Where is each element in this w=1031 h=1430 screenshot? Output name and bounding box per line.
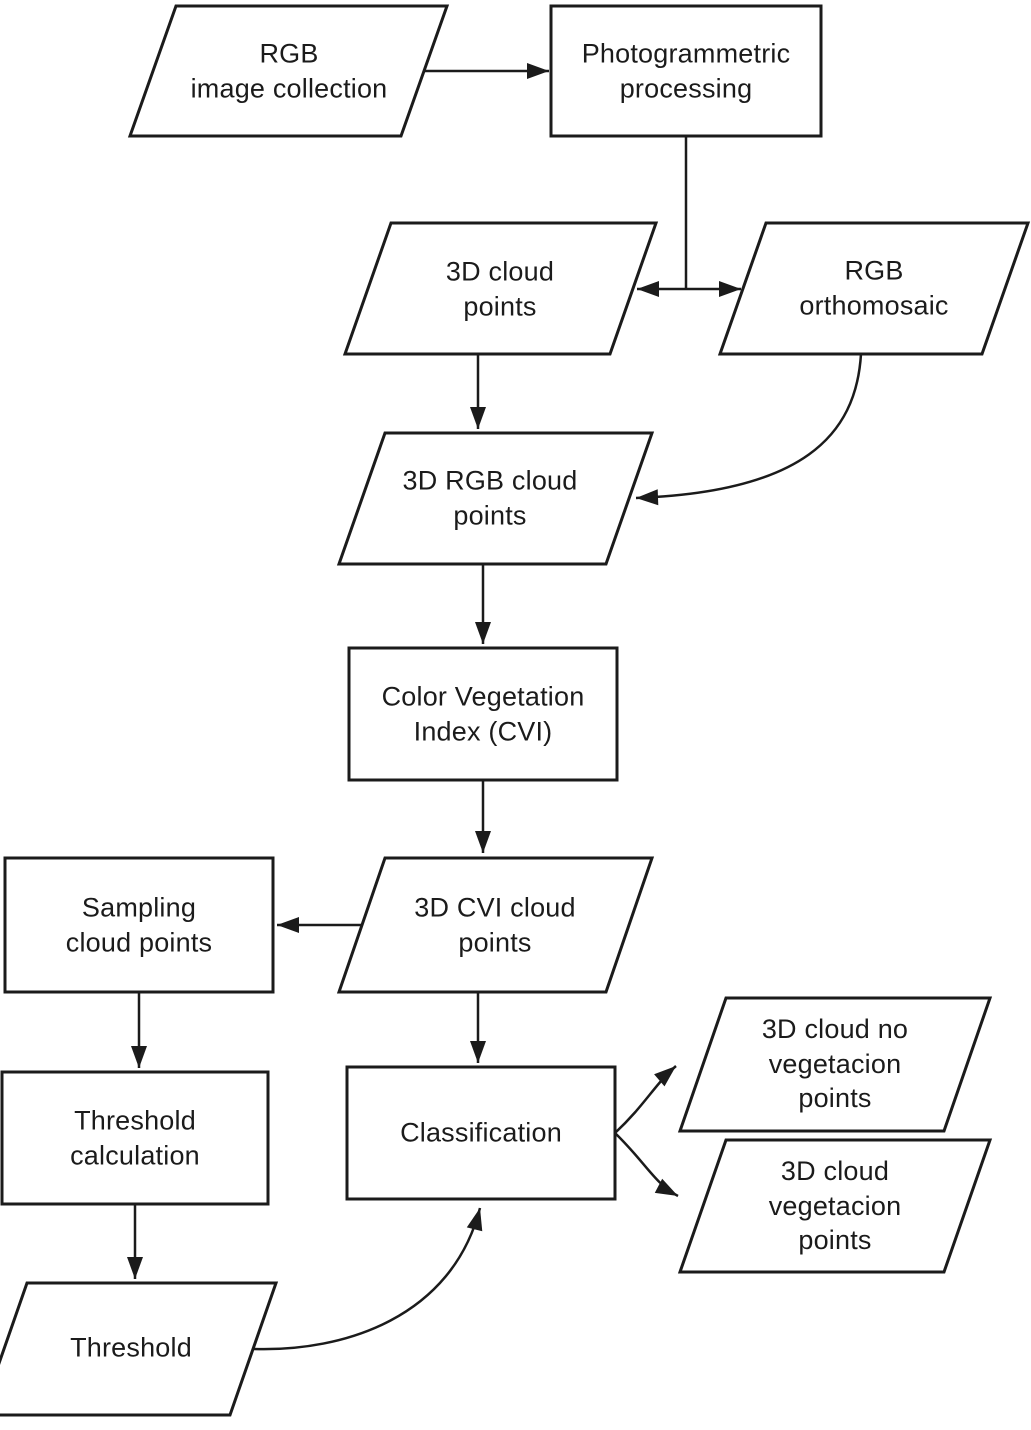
shape-3d-rgb-cloud-points	[336, 431, 655, 566]
node-threshold: Threshold	[70, 1332, 192, 1363]
shape-3d-cloud-no-vegetation	[677, 996, 993, 1133]
edge-orthomosaic-to-rgbcloud	[635, 353, 863, 506]
node-3d-cloud-no-vegetation: 3D cloud no vegetacion points	[761, 1014, 909, 1114]
shape-3d-cloud-points	[342, 221, 659, 356]
shape-color-vegetation-index	[347, 646, 619, 782]
node-rgb-image-collection: RGB image collection	[190, 38, 388, 103]
shape-3d-cloud-vegetation	[677, 1138, 993, 1274]
shape-rgb-image-collection	[127, 4, 450, 138]
node-3d-cvi-cloud-points: 3D CVI cloud points	[414, 892, 576, 957]
shape-threshold	[0, 1281, 279, 1417]
node-threshold-calculation: Threshold calculation	[70, 1105, 200, 1170]
node-3d-cloud-vegetation: 3D cloud vegetacion points	[768, 1156, 902, 1256]
node-3d-cloud-points: 3D cloud points	[445, 256, 555, 321]
shape-photogrammetric-processing	[549, 4, 823, 138]
edge-classification-to-novegetation	[614, 1065, 677, 1134]
node-rgb-orthomosaic: RGB orthomosaic	[799, 255, 949, 320]
edge-classification-to-vegetation	[614, 1132, 679, 1198]
shape-sampling-cloud-points	[3, 856, 275, 994]
edge-threshold-to-classification	[252, 1207, 483, 1351]
shape-rgb-orthomosaic	[717, 221, 1031, 356]
shape-threshold-calculation	[0, 1070, 270, 1206]
node-photogrammetric-processing: Photogrammetric processing	[581, 38, 791, 103]
node-color-vegetation-index: Color Vegetation Index (CVI)	[381, 681, 585, 746]
node-sampling-cloud-points: Sampling cloud points	[65, 892, 213, 957]
node-classification: Classification	[400, 1117, 562, 1148]
shape-classification	[345, 1065, 617, 1201]
shape-3d-cvi-cloud-points	[336, 856, 655, 994]
node-3d-rgb-cloud-points: 3D RGB cloud points	[402, 465, 578, 530]
